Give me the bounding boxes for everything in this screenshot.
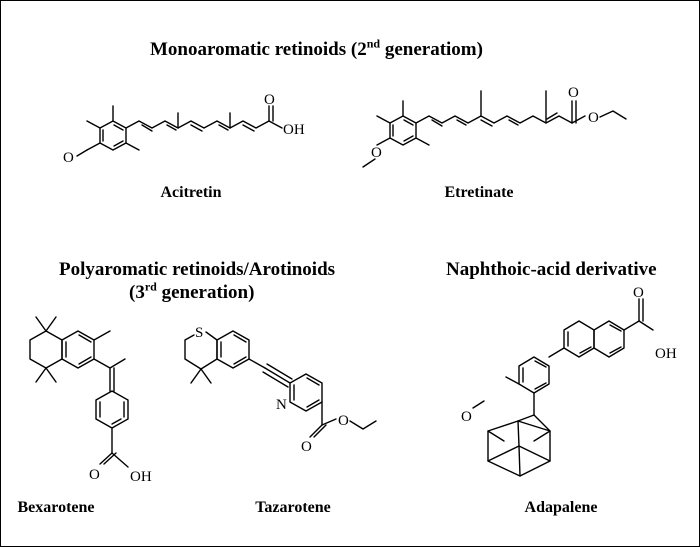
tazarotene-benzene-ring (216, 330, 250, 369)
tazarotene-carbonyl-o: O (301, 439, 312, 455)
acitretin-methoxy-o: O (63, 150, 74, 166)
bexarotene-aromatic-ring (61, 330, 95, 369)
structure-etretinate: O O O (362, 85, 627, 168)
heading-polyaromatic-line1: Polyaromatic retinoids/Arotinoids (59, 259, 336, 280)
structure-acitretin: O O OH (63, 92, 305, 166)
bexarotene-carbonyl-o: O (89, 467, 100, 483)
tazarotene-pyridine-ring (289, 373, 323, 412)
etretinate-carbonyl-o: O (568, 85, 579, 101)
structure-tazarotene: S N O O (184, 325, 377, 455)
bexarotene-benzoic-ring (95, 390, 129, 429)
structure-adapalene: O OH O (461, 285, 677, 477)
adapalene-naphthalene-ring-b (593, 320, 625, 358)
acitretin-oh: OH (283, 122, 305, 138)
tazarotene-sulfur: S (195, 325, 203, 341)
heading-monoaromatic: Monoaromatic retinoids (2nd generatiom) (150, 36, 483, 60)
structure-bexarotene: O OH (29, 316, 152, 485)
etretinate-benzene-ring (389, 115, 417, 146)
tazarotene-nitrogen: N (276, 397, 287, 413)
heading-naphthoic: Naphthoic-acid derivative (446, 259, 657, 280)
acitretin-benzene-ring (99, 120, 127, 151)
bexarotene-oh: OH (130, 469, 152, 485)
acitretin-carbonyl-o: O (264, 92, 275, 108)
label-acitretin: Acitretin (160, 184, 222, 201)
label-adapalene: Adapalene (524, 499, 598, 516)
adapalene-oh: OH (655, 346, 677, 362)
bexarotene-cyclohexyl-ring (29, 330, 63, 369)
label-tazarotene: Tazarotene (255, 499, 331, 516)
heading-polyaromatic-line2: (3rd generation) (129, 279, 255, 303)
tazarotene-ester-o: O (338, 413, 349, 429)
etretinate-ester-o: O (588, 110, 599, 126)
adapalene-carbonyl-o: O (633, 285, 644, 301)
etretinate-methoxy-o: O (371, 145, 382, 161)
label-bexarotene: Bexarotene (17, 499, 95, 516)
adapalene-methoxy-o: O (461, 409, 472, 425)
label-etretinate: Etretinate (444, 184, 514, 201)
